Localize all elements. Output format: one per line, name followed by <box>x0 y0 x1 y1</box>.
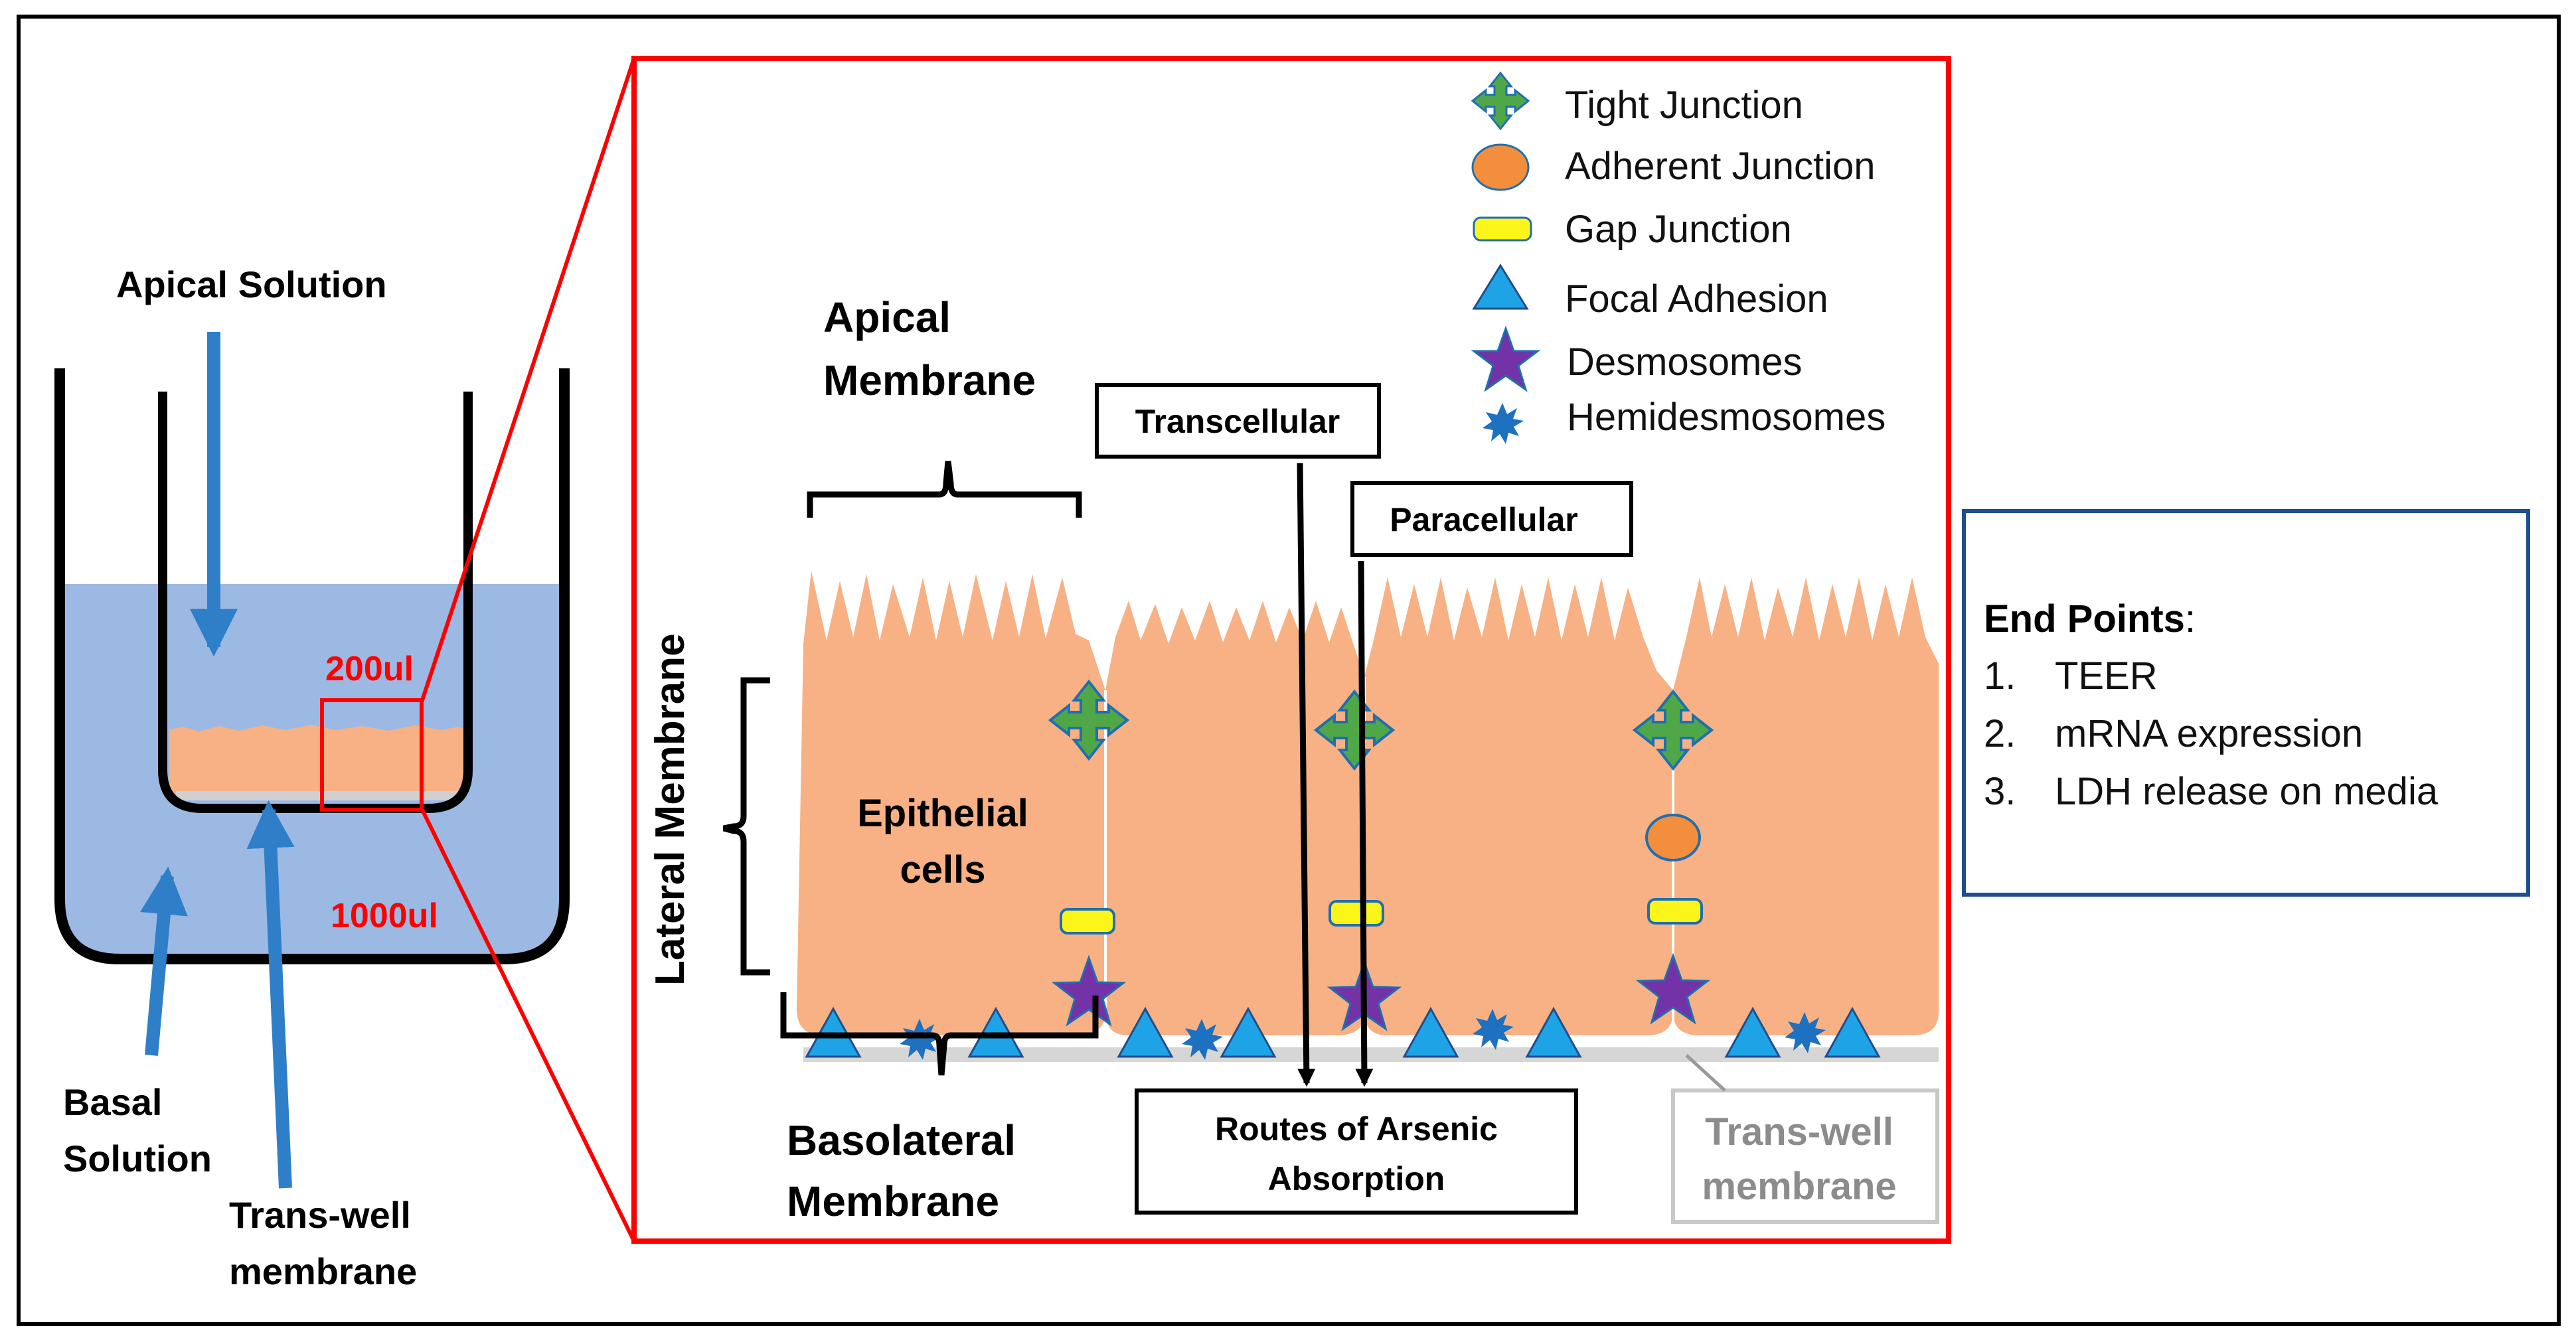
apical-brace <box>807 461 1082 518</box>
adherent-junction-icon <box>1471 143 1530 191</box>
tight-junction-icon <box>1471 71 1530 131</box>
legend-label-focal-adhesion: Focal Adhesion <box>1565 277 1828 321</box>
zoom-transwell-label-line1: Trans-well <box>1705 1110 1893 1154</box>
transwell-label-line1: Trans-well <box>229 1194 411 1236</box>
adherent-junction-marker-icon <box>1645 814 1701 861</box>
basolateral-membrane-label-line2: Membrane <box>787 1177 999 1225</box>
routes-box <box>1135 1088 1578 1215</box>
endpoint-2-text: mRNA expression <box>2055 712 2363 755</box>
transwell-label-line2: membrane <box>229 1250 417 1292</box>
zoom-transwell-box <box>1671 1088 1939 1224</box>
lateral-brace <box>722 677 770 976</box>
basal-solution-label-line1: Basal <box>63 1081 162 1123</box>
endpoint-3-num: 3. <box>1984 770 2016 813</box>
desmosome-marker-icon <box>1051 954 1127 1027</box>
epithelial-cell-3 <box>1364 577 1673 1035</box>
apical-solution-label: Apical Solution <box>116 263 387 305</box>
zoom-line-top <box>420 58 636 703</box>
focal-adhesion-marker-icon <box>1117 1006 1174 1058</box>
paracellular-box <box>1350 481 1633 557</box>
endpoints-box <box>1962 509 2530 897</box>
outer-well <box>54 368 570 964</box>
focal-adhesion-icon <box>1472 263 1529 310</box>
basal-arrow <box>140 866 188 1056</box>
hemidesmosome-marker-icon <box>1473 1009 1514 1050</box>
tight-junction-marker-icon <box>1632 689 1714 771</box>
transwell-illustration <box>54 58 636 1242</box>
tight-junction-markers <box>1048 679 1714 771</box>
focal-adhesion-marker-icon <box>1220 1006 1277 1058</box>
endpoints-title: End Points <box>1984 597 2185 640</box>
outer-frame <box>17 15 2561 1326</box>
tight-junction-marker-icon <box>1048 679 1130 761</box>
gap-junction-marker-icon <box>1328 900 1384 927</box>
focal-adhesion-marker-icon <box>1402 1006 1459 1058</box>
focal-adhesion-marker-icon <box>1724 1006 1781 1058</box>
epithelial-cell-1 <box>797 571 1105 1035</box>
gap-junction-marker-icon <box>1060 908 1115 934</box>
gap-junction-icon <box>1473 216 1532 242</box>
routes-label-line2: Absorption <box>1268 1160 1445 1197</box>
zoom-transwell-leader <box>1685 1054 1726 1092</box>
legend-label-tight-junction: Tight Junction <box>1565 84 1803 127</box>
transcellular-label: Transcellular <box>1135 403 1340 440</box>
paracellular-label: Paracellular <box>1390 501 1578 538</box>
focal-adhesion-marker-icon <box>1525 1006 1582 1058</box>
insert-membrane <box>176 791 458 800</box>
hemidesmosome-marker-icon <box>1182 1019 1223 1060</box>
hemidesmosome-markers <box>900 1009 1826 1060</box>
endpoints-title-colon: : <box>2185 597 2196 640</box>
basal-volume-label: 1000ul <box>331 897 438 935</box>
epithelial-cell-4 <box>1673 577 1939 1035</box>
legend-label-hemidesmosomes: Hemidesmosomes <box>1567 396 1886 439</box>
basolateral-membrane-label-line1: Basolateral <box>787 1116 1016 1164</box>
basolateral-brace <box>780 992 1099 1076</box>
insert-cell-layer <box>169 725 465 800</box>
hemidesmosome-icon <box>1483 403 1524 444</box>
endpoints-heading: End Points: <box>1984 597 2196 640</box>
apical-volume-label: 200ul <box>325 650 414 688</box>
routes-label-line1: Routes of Arsenic <box>1215 1110 1498 1148</box>
zoom-source-box <box>320 698 424 812</box>
apical-membrane-label-line2: Membrane <box>823 356 1036 404</box>
gap-junction-marker-icon <box>1647 898 1703 925</box>
endpoint-3-text: LDH release on media <box>2055 770 2439 813</box>
hemidesmosome-marker-icon <box>1785 1012 1826 1053</box>
endpoint-1-text: TEER <box>2055 654 2158 698</box>
gap-junction-markers <box>1060 898 1703 934</box>
hemidesmosome-marker-icon <box>900 1019 941 1060</box>
epithelial-cells-label-line2: cells <box>900 848 986 891</box>
legend: Tight Junction Adherent Junction Gap Jun… <box>1471 71 1886 444</box>
focal-adhesion-marker-icon <box>1824 1006 1881 1058</box>
legend-label-desmosomes: Desmosomes <box>1567 340 1803 384</box>
desmosome-icon <box>1471 325 1541 392</box>
epithelial-cell-2 <box>1105 601 1364 1035</box>
endpoint-1-num: 1. <box>1984 654 2016 698</box>
desmosome-marker-icon <box>1635 952 1711 1025</box>
endpoint-2-num: 2. <box>1984 712 2016 755</box>
zoom-transwell-label-line2: membrane <box>1702 1165 1896 1208</box>
basal-solution-label-line2: Solution <box>63 1138 212 1179</box>
paracellular-arrow <box>1355 560 1374 1087</box>
epithelial-cells-label-line1: Epithelial <box>857 792 1028 835</box>
apical-membrane-label-line1: Apical <box>823 293 951 341</box>
zoom-membrane-strip <box>803 1047 1939 1062</box>
legend-label-gap-junction: Gap Junction <box>1565 208 1792 251</box>
membrane-arrow <box>246 800 295 1189</box>
tight-junction-marker-icon <box>1313 689 1396 771</box>
insert-well <box>158 392 473 813</box>
legend-label-adherent-junction: Adherent Junction <box>1565 145 1876 188</box>
transcellular-arrow <box>1297 463 1316 1087</box>
lateral-membrane-label: Lateral Membrane <box>647 633 693 986</box>
transcellular-box <box>1095 383 1381 459</box>
zoom-line-bottom <box>420 807 636 1242</box>
